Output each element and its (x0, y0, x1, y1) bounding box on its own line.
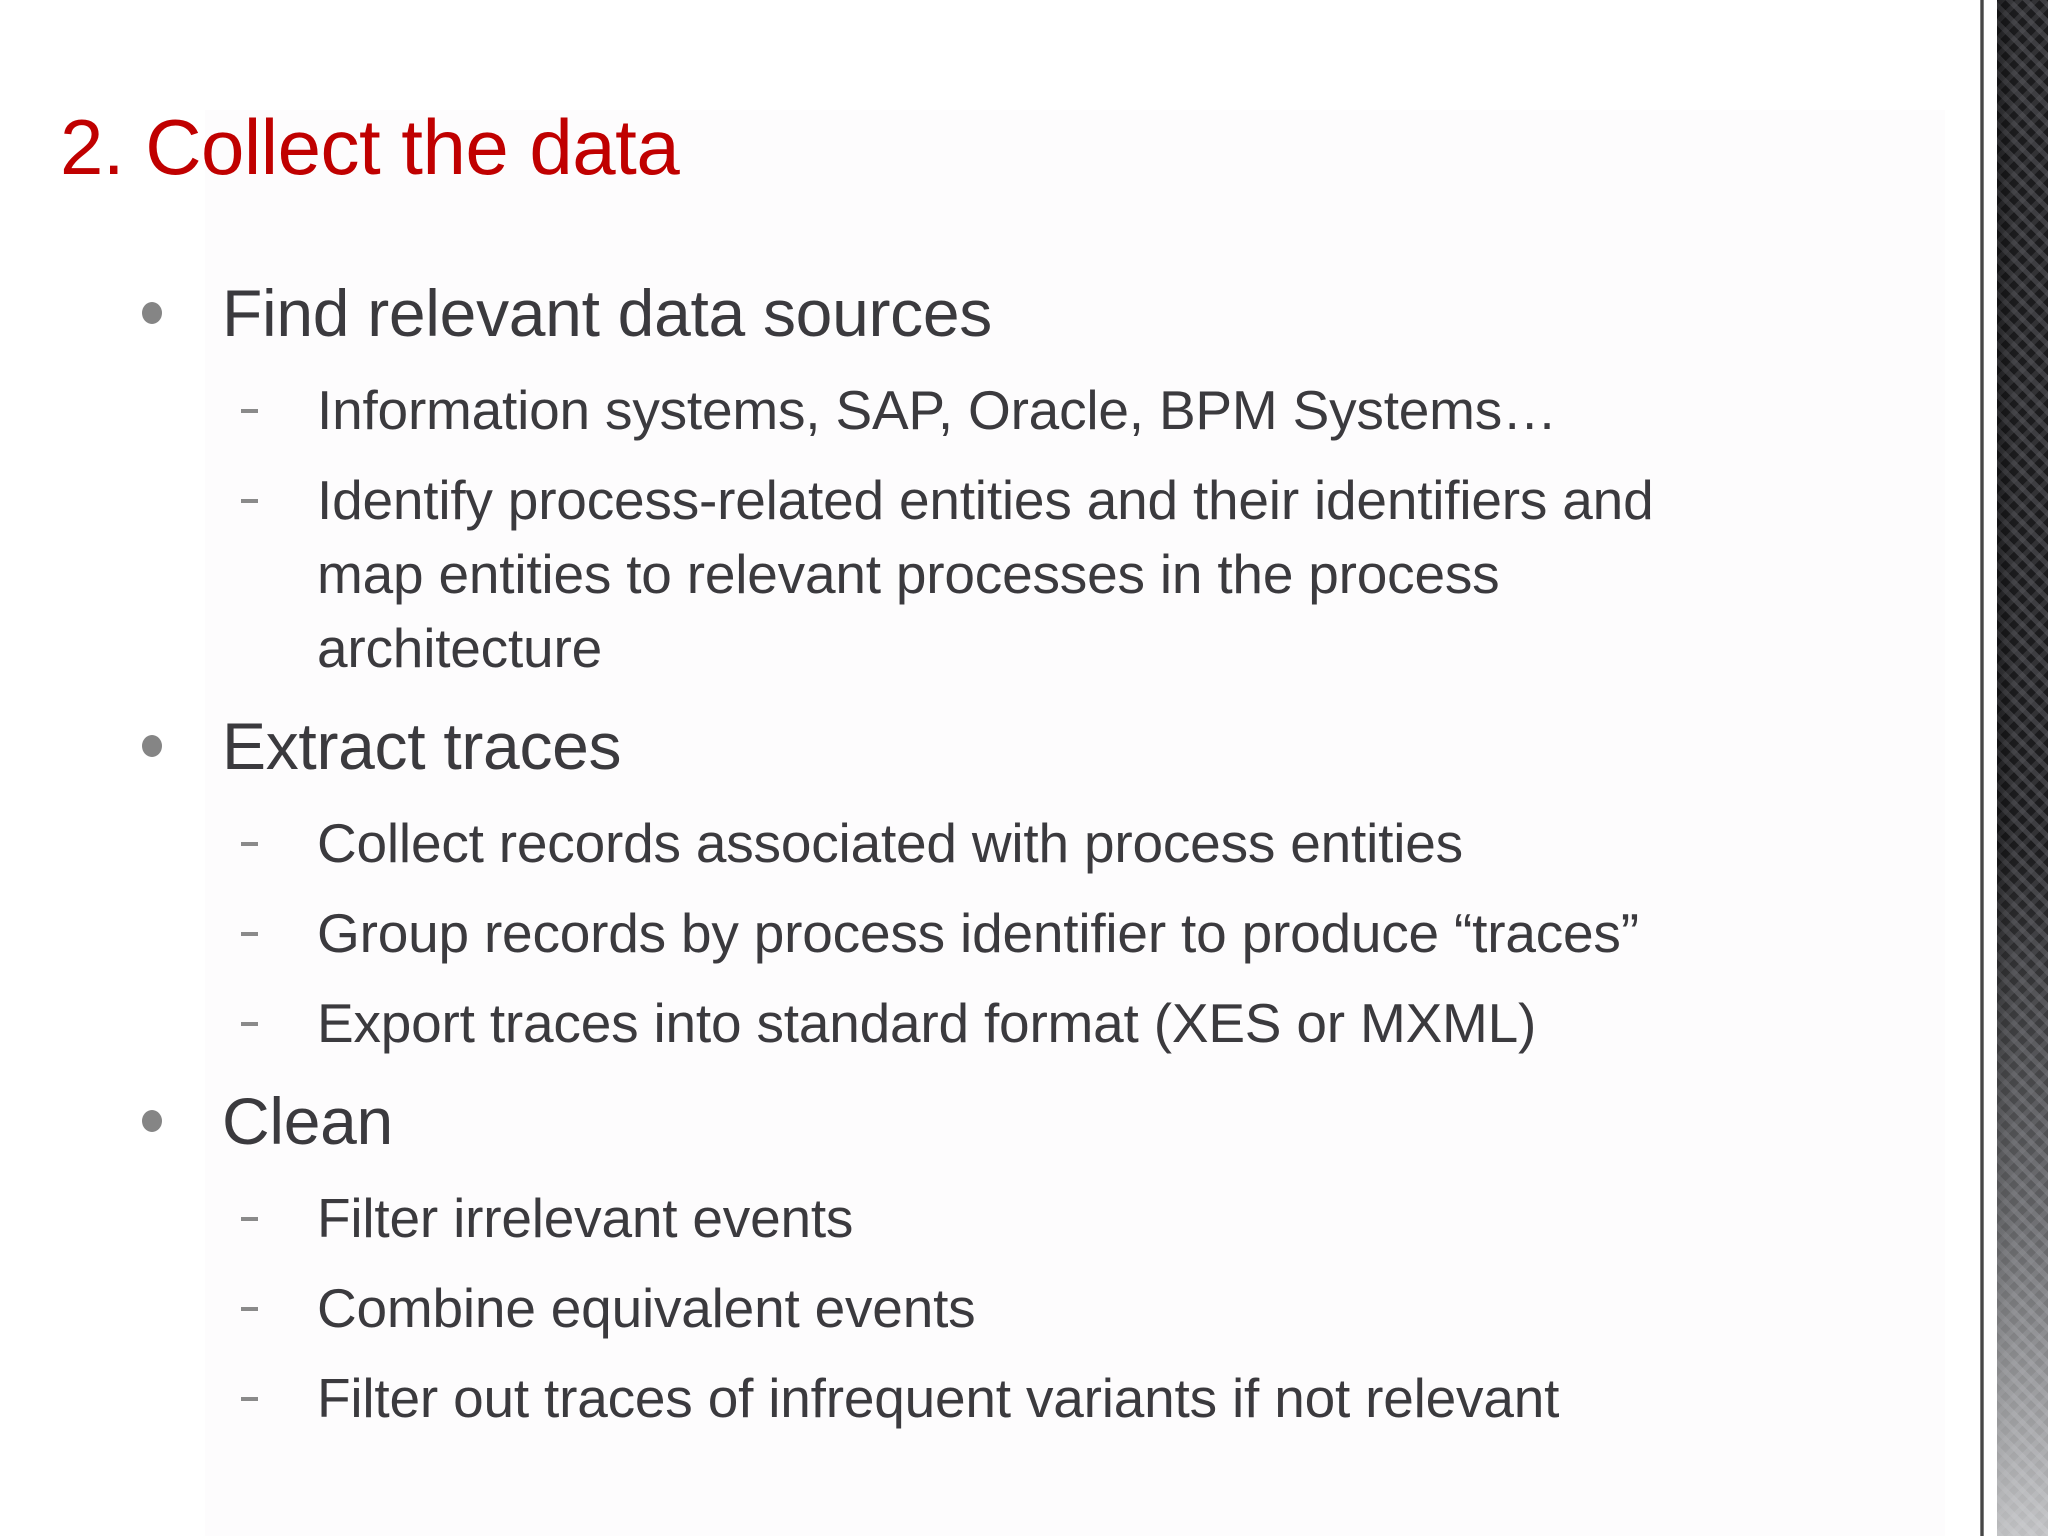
sub-bullet-filter-infrequent: Filter out traces of infrequent variants… (241, 1361, 1937, 1435)
sub-bullet-text-line-2: map entities to relevant processes in th… (317, 543, 1500, 605)
dash-icon (241, 1217, 258, 1221)
bullet-text: Find relevant data sources (222, 276, 992, 350)
sub-bullet-combine-equivalent: Combine equivalent events (241, 1271, 1937, 1345)
vertical-rule (1980, 0, 1984, 1536)
dash-icon (241, 932, 258, 936)
sub-bullet-group-records: Group records by process identifier to p… (241, 896, 1937, 970)
sub-bullet-filter-irrelevant: Filter irrelevant events (241, 1181, 1937, 1255)
sub-bullet-text: Collect records associated with process … (317, 812, 1463, 874)
dash-icon (241, 409, 258, 413)
dash-icon (241, 1022, 258, 1026)
bullet-extract-traces: Extract traces (142, 713, 622, 779)
sub-bullet-export-traces: Export traces into standard format (XES … (241, 986, 1937, 1060)
content-panel (205, 110, 1945, 1536)
sub-bullet-text-line-1: Identify process-related entities and th… (317, 469, 1654, 531)
dash-icon (241, 499, 258, 503)
sub-bullet-text: Filter out traces of infrequent variants… (317, 1367, 1560, 1429)
bullet-text: Clean (222, 1084, 393, 1158)
bullet-dot-icon (142, 735, 162, 757)
sub-bullet-text: Information systems, SAP, Oracle, BPM Sy… (317, 379, 1557, 441)
sub-bullet-text-line-3: architecture (317, 617, 602, 679)
sub-bullet-information-systems: Information systems, SAP, Oracle, BPM Sy… (241, 373, 1937, 447)
dash-icon (241, 1307, 258, 1311)
sub-bullet-text: Combine equivalent events (317, 1277, 976, 1339)
slide-title: 2. Collect the data (60, 103, 680, 191)
dash-icon (241, 1397, 258, 1401)
sub-bullet-collect-records: Collect records associated with process … (241, 806, 1937, 880)
sub-bullet-text: Group records by process identifier to p… (317, 902, 1639, 964)
sub-bullet-text: Filter irrelevant events (317, 1187, 854, 1249)
dash-icon (241, 842, 258, 846)
bullet-text: Extract traces (222, 709, 622, 783)
sub-bullet-text: Export traces into standard format (XES … (317, 992, 1537, 1054)
rule-gap (1984, 0, 1997, 1536)
bullet-clean: Clean (142, 1088, 393, 1154)
sub-bullet-identify-entities: Identify process-related entities and th… (241, 463, 1937, 685)
bullet-dot-icon (142, 1110, 162, 1132)
bullet-dot-icon (142, 302, 162, 324)
bullet-find-relevant-data-sources: Find relevant data sources (142, 280, 992, 346)
slide: 2. Collect the data Find relevant data s… (60, 103, 1945, 1536)
carbon-fiber-fade (1997, 0, 2048, 1536)
